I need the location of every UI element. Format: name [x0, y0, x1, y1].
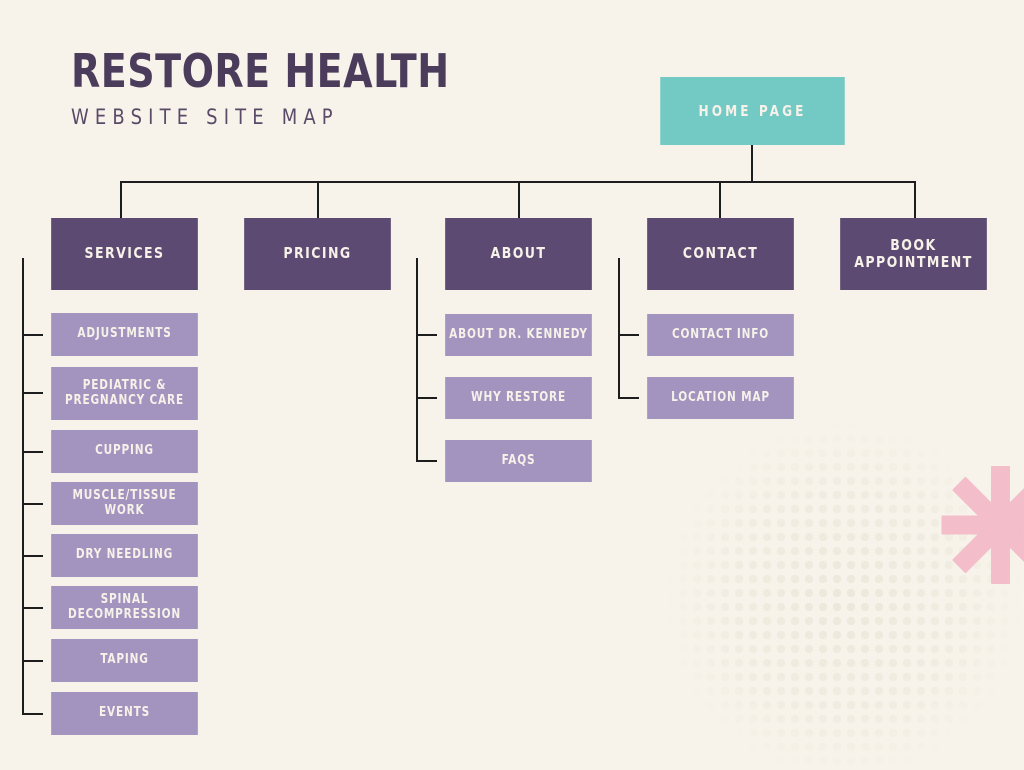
connector-stub-services-6 — [22, 607, 43, 609]
connector-drop-contact — [719, 181, 721, 218]
connector-spine-about — [416, 258, 418, 462]
connector-drop-about — [518, 181, 520, 218]
connector-stub-services-3 — [22, 451, 43, 453]
connector-root-stem — [751, 145, 753, 181]
node-services[interactable]: SERVICES — [51, 218, 198, 290]
node-dry-needling[interactable]: DRY NEEDLING — [51, 534, 198, 577]
connector-stub-services-1 — [22, 334, 43, 336]
page-title: RESTORE HEALTH — [71, 44, 450, 98]
connector-stub-services-8 — [22, 713, 43, 715]
connector-stub-services-4 — [22, 503, 43, 505]
title-block: RESTORE HEALTH WEBSITE SITE MAP — [71, 48, 482, 128]
node-adjustments[interactable]: ADJUSTMENTS — [51, 313, 198, 356]
node-muscle-tissue-work[interactable]: MUSCLE/TISSUE WORK — [51, 482, 198, 525]
connector-spine-contact — [618, 258, 620, 399]
node-contact-info[interactable]: CONTACT INFO — [647, 314, 794, 356]
connector-drop-pricing — [317, 181, 319, 218]
connector-spine-services — [22, 258, 24, 714]
connector-stub-about-3 — [416, 460, 437, 462]
connector-stub-about-1 — [416, 334, 437, 336]
node-events[interactable]: EVENTS — [51, 692, 198, 735]
connector-stub-contact-1 — [618, 334, 639, 336]
node-about[interactable]: ABOUT — [445, 218, 592, 290]
connector-stub-services-7 — [22, 660, 43, 662]
connector-stub-contact-2 — [618, 397, 639, 399]
asterisk-icon — [940, 465, 1024, 585]
node-pediatric-pregnancy-care[interactable]: PEDIATRIC & PREGNANCY CARE — [51, 367, 198, 420]
page-subtitle: WEBSITE SITE MAP — [71, 105, 339, 129]
node-about-dr-kennedy[interactable]: ABOUT DR. KENNEDY — [445, 314, 592, 356]
node-pricing[interactable]: PRICING — [244, 218, 391, 290]
connector-stub-services-2 — [22, 392, 43, 394]
node-location-map[interactable]: LOCATION MAP — [647, 377, 794, 419]
connector-drop-services — [120, 181, 122, 218]
halftone-dot-pattern — [634, 390, 1024, 770]
node-cupping[interactable]: CUPPING — [51, 430, 198, 473]
node-spinal-decompression[interactable]: SPINAL DECOMPRESSION — [51, 586, 198, 629]
node-taping[interactable]: TAPING — [51, 639, 198, 682]
node-faqs[interactable]: FAQS — [445, 440, 592, 482]
node-book-appointment[interactable]: BOOK APPOINTMENT — [840, 218, 987, 290]
connector-stub-services-5 — [22, 555, 43, 557]
node-contact[interactable]: CONTACT — [647, 218, 794, 290]
connector-drop-book-appointment — [914, 181, 916, 218]
node-why-restore[interactable]: WHY RESTORE — [445, 377, 592, 419]
node-home-page[interactable]: HOME PAGE — [660, 77, 845, 145]
connector-stub-about-2 — [416, 397, 437, 399]
